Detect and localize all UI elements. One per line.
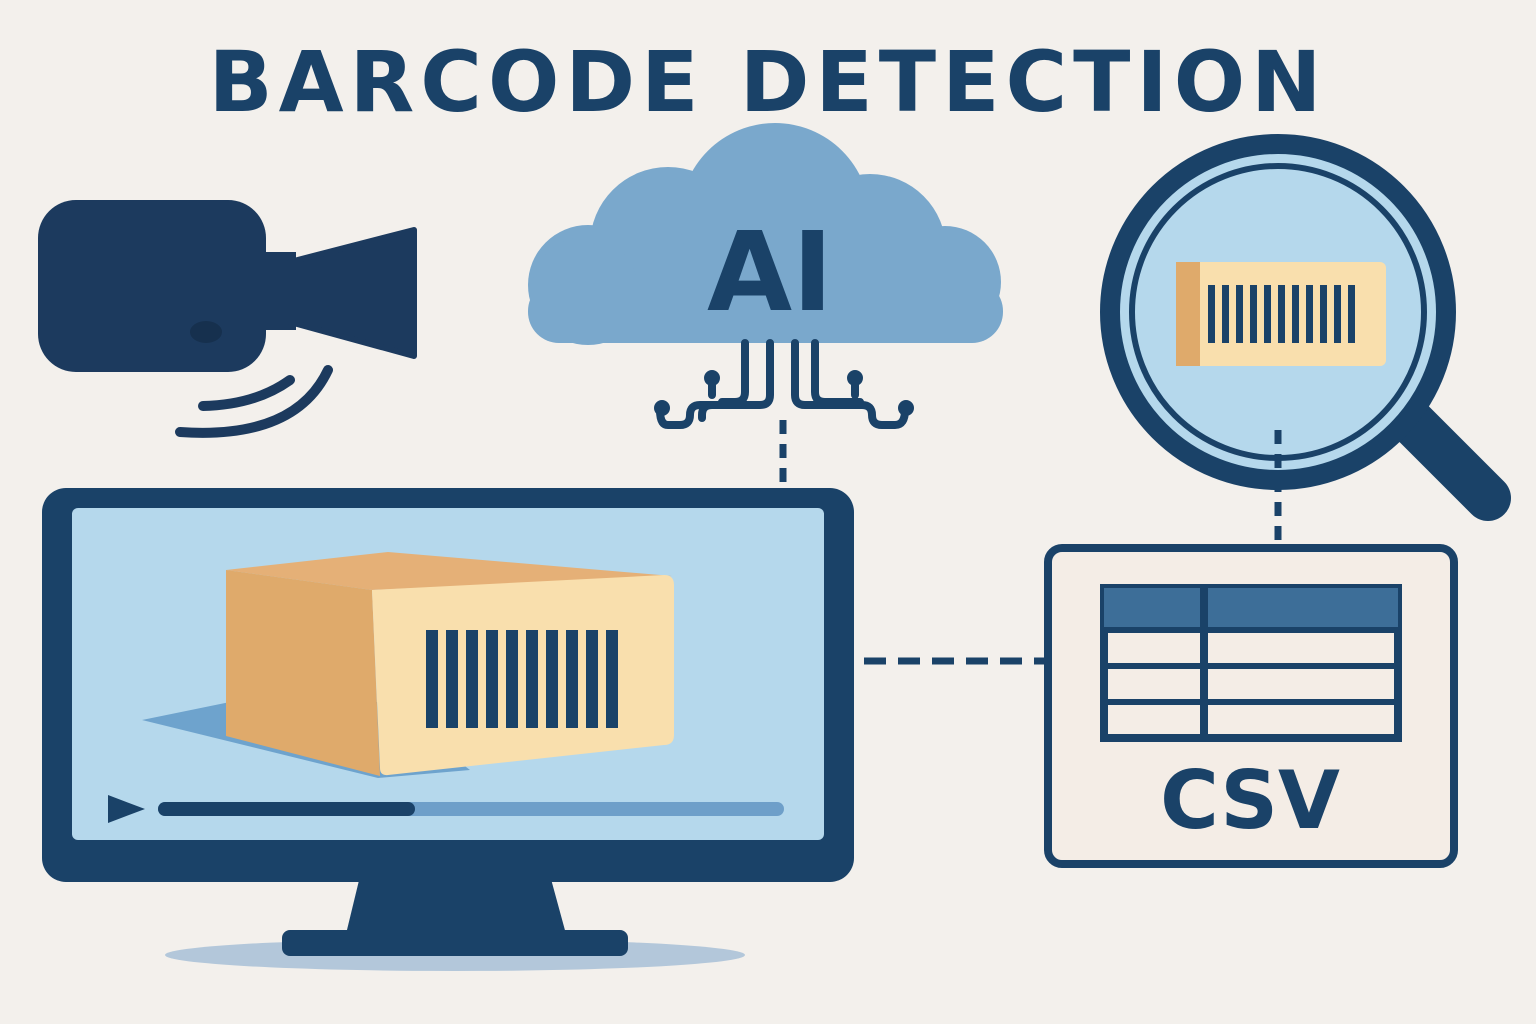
barcode-bar — [1320, 285, 1327, 343]
barcode-bar — [1292, 285, 1299, 343]
barcode-bar — [1278, 285, 1285, 343]
barcode-bar — [526, 630, 538, 728]
barcode-bar — [566, 630, 578, 728]
barcode-bar — [586, 630, 598, 728]
barcode-bar — [1208, 285, 1215, 343]
barcode-bar — [1334, 285, 1341, 343]
barcode-bar — [1306, 285, 1313, 343]
barcode-bar — [1264, 285, 1271, 343]
cloud-icon — [528, 123, 1003, 345]
barcode-bar — [506, 630, 518, 728]
csv-label: CSV — [1160, 754, 1340, 847]
barcode-icon — [1208, 285, 1355, 343]
video-camera-icon — [38, 200, 417, 438]
barcode-bar — [486, 630, 498, 728]
circuit-nodes — [654, 370, 914, 416]
barcode-bar — [446, 630, 458, 728]
progress-fill — [158, 802, 415, 816]
cloud-ai-label: AI — [707, 208, 833, 336]
barcode-bar — [606, 630, 618, 728]
barcode-bar — [426, 630, 438, 728]
table-icon — [1100, 584, 1402, 742]
play-icon[interactable] — [108, 795, 145, 823]
barcode-bar — [1250, 285, 1257, 343]
video-player-controls[interactable] — [108, 795, 784, 823]
barcode-bar — [466, 630, 478, 728]
circuit-connector — [656, 339, 909, 429]
barcode-icon — [426, 630, 618, 728]
diagram-title: BARCODE DETECTION — [208, 33, 1328, 131]
barcode-bar — [1348, 285, 1355, 343]
barcode-bar — [1236, 285, 1243, 343]
barcode-bar — [546, 630, 558, 728]
barcode-bar — [1222, 285, 1229, 343]
